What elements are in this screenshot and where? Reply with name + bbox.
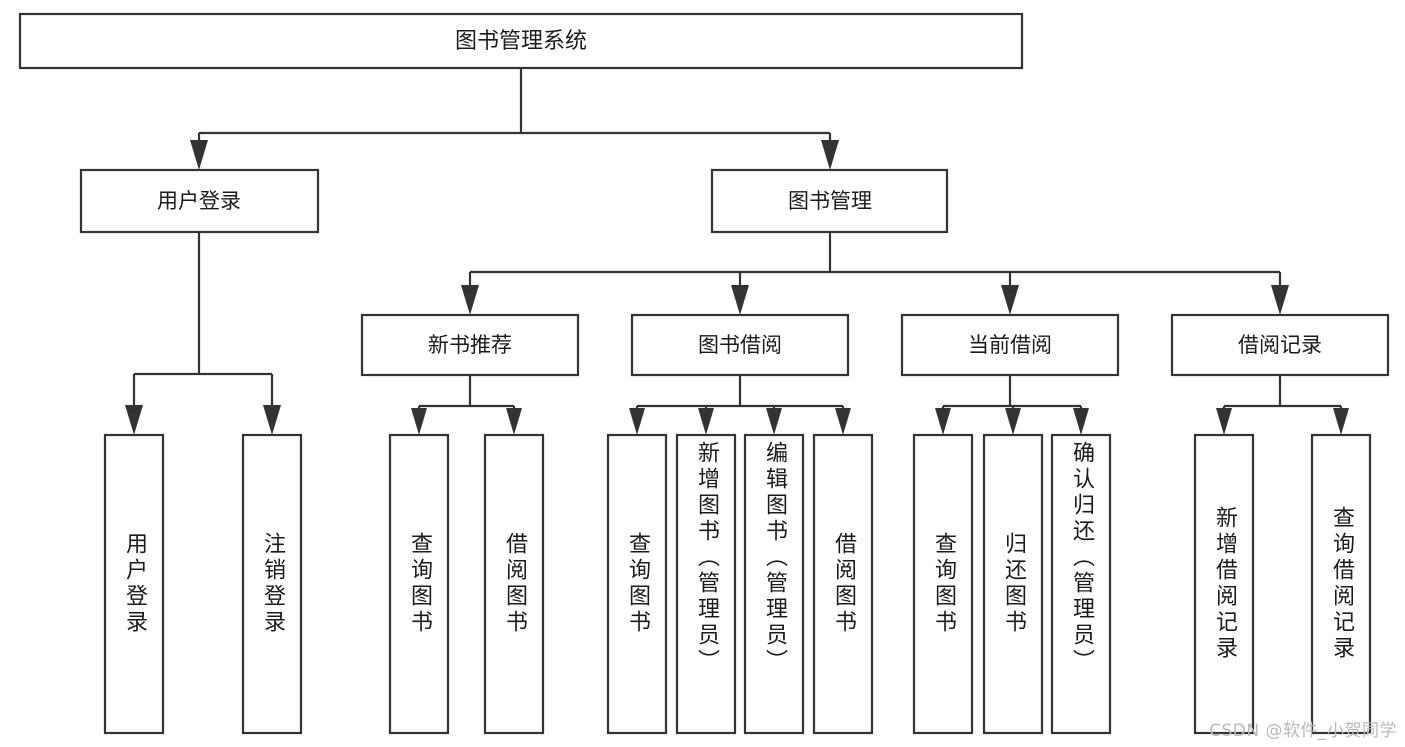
connector-group-borrow-record <box>1216 375 1349 435</box>
node-user-login[interactable]: 用户登录 <box>79 168 320 234</box>
leaf-box-borrow-book-1[interactable] <box>483 433 545 735</box>
leaf-box-add-record[interactable] <box>1193 433 1255 735</box>
leaf-box-user-login[interactable] <box>103 433 165 735</box>
leaf-box-query-record[interactable] <box>1310 433 1372 735</box>
arrow-head-leaf-edit-book <box>766 408 782 435</box>
arrow-head-leaf-query-book-3 <box>935 408 951 435</box>
node-book-borrow-box[interactable] <box>630 313 850 377</box>
connector-group-user-login <box>125 232 281 435</box>
arrow-head-user-login <box>190 140 208 170</box>
arrow-head-borrow-record <box>1271 285 1289 315</box>
arrow-head-current-borrow <box>1001 285 1019 315</box>
leaf-box-add-book[interactable] <box>675 433 737 735</box>
node-book-management[interactable]: 图书管理 <box>710 168 949 234</box>
leaf-box-query-book-2[interactable] <box>606 433 668 735</box>
watermark-text: CSDN @软件_小贺同学 <box>1209 721 1397 741</box>
node-new-book-recommend-label: 新书推荐 <box>428 333 512 357</box>
leaf-box-return-book[interactable] <box>982 433 1044 735</box>
node-user-login-box[interactable] <box>79 168 320 234</box>
node-borrow-record[interactable]: 借阅记录 <box>1170 313 1390 377</box>
connector-group-book-management <box>461 232 1289 315</box>
node-book-borrow[interactable]: 图书借阅 <box>630 313 850 377</box>
node-current-borrow-label: 当前借阅 <box>968 333 1052 357</box>
leaf-box-query-book-1[interactable] <box>388 433 450 735</box>
arrow-head-leaf-user-login <box>125 405 143 435</box>
node-book-management-label: 图书管理 <box>788 189 872 213</box>
leaf-box-logout-login[interactable] <box>241 433 303 735</box>
connector-group-new-book-recommend <box>411 375 522 435</box>
node-book-borrow-label: 图书借阅 <box>698 333 782 357</box>
leaf-boxes <box>103 433 1372 735</box>
connector-group-current-borrow <box>935 375 1089 435</box>
leaf-box-query-book-3[interactable] <box>912 433 974 735</box>
arrow-head-leaf-query-book-1 <box>411 408 427 435</box>
arrow-head-leaf-logout-login <box>263 405 281 435</box>
arrow-head-leaf-query-book-2 <box>629 408 645 435</box>
arrow-head-leaf-borrow-book-1 <box>506 408 522 435</box>
node-borrow-record-box[interactable] <box>1170 313 1390 377</box>
node-root-box[interactable] <box>18 12 1024 70</box>
leaf-box-borrow-book-2[interactable] <box>812 433 874 735</box>
leaf-box-confirm-return[interactable] <box>1050 433 1112 735</box>
arrow-head-book-management <box>821 140 839 170</box>
arrow-head-leaf-add-record <box>1216 408 1232 435</box>
arrow-head-leaf-borrow-book-2 <box>835 408 851 435</box>
node-borrow-record-label: 借阅记录 <box>1238 333 1322 357</box>
connector-group-root <box>190 68 839 170</box>
arrow-head-leaf-return-book <box>1005 408 1021 435</box>
arrow-head-book-borrow <box>731 285 749 315</box>
node-book-management-box[interactable] <box>710 168 949 234</box>
node-new-book-recommend[interactable]: 新书推荐 <box>360 313 580 377</box>
arrow-head-new-book-recommend <box>461 285 479 315</box>
node-current-borrow-box[interactable] <box>900 313 1120 377</box>
leaf-box-edit-book[interactable] <box>743 433 805 735</box>
node-current-borrow[interactable]: 当前借阅 <box>900 313 1120 377</box>
arrow-head-leaf-add-book <box>698 408 714 435</box>
node-root[interactable]: 图书管理系统 <box>18 12 1024 70</box>
connector-group-book-borrow <box>629 375 851 435</box>
node-user-login-label: 用户登录 <box>157 189 241 213</box>
arrow-head-leaf-query-record <box>1333 408 1349 435</box>
arrow-head-leaf-confirm-return <box>1073 408 1089 435</box>
node-new-book-recommend-box[interactable] <box>360 313 580 377</box>
node-root-label: 图书管理系统 <box>455 29 587 54</box>
